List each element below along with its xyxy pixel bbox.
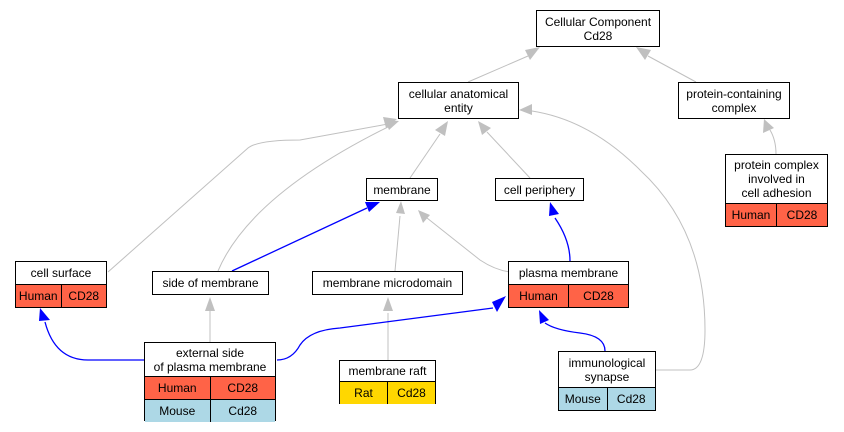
species-cell: Human [726, 204, 776, 226]
arrowhead [478, 121, 491, 135]
node-label-line: membrane [373, 182, 431, 197]
arrowhead [519, 104, 532, 115]
arrowhead [365, 202, 380, 212]
is-a-edge [217, 120, 399, 272]
gene-cell: CD28 [568, 285, 628, 307]
gene-cell: Cd28 [387, 382, 435, 404]
node-plasma-membrane[interactable]: plasma membrane Human CD28 [508, 261, 629, 308]
node-label-line: Cellular Component [544, 14, 652, 29]
arrowhead [525, 47, 540, 60]
species-cell: Rat [340, 382, 387, 404]
node-label-line: involved in [748, 172, 805, 186]
node-membrane-raft[interactable]: membrane raft Rat Cd28 [339, 360, 436, 404]
node-label-line: cell adhesion [741, 186, 812, 200]
node-label-line: cell surface [30, 266, 92, 280]
node-label-line: entity [444, 100, 473, 115]
node-label-line: plasma membrane [518, 266, 619, 280]
arrowhead [539, 310, 549, 324]
annotation-row: Mouse Cd28 [559, 387, 655, 410]
is-a-edge [383, 297, 393, 360]
annotation-row: Human CD28 [16, 284, 106, 307]
arrowhead [492, 296, 506, 312]
arrowhead [385, 120, 399, 130]
is-a-edge [107, 117, 397, 273]
node-label-line: external side [175, 345, 245, 360]
species-cell: Mouse [559, 388, 607, 410]
annotation-row: Human CD28 [726, 203, 827, 226]
node-label-line: membrane raft [348, 364, 427, 378]
node-label-line: Cd28 [583, 28, 613, 43]
species-cell: Human [16, 285, 61, 307]
is-a-edge [205, 297, 215, 342]
part-of-edge [231, 202, 380, 272]
annotation-row: Human CD28 [509, 284, 628, 307]
node-immunological-synapse[interactable]: immunological synapse Mouse Cd28 [558, 351, 656, 411]
annotation-row: Mouse Cd28 [145, 399, 275, 422]
node-label-line: cellular anatomical [408, 86, 509, 101]
arrowhead [435, 121, 448, 136]
part-of-edge [39, 308, 144, 361]
node-side-of-membrane[interactable]: side of membrane [152, 271, 269, 295]
gene-cell: CD28 [776, 204, 827, 226]
gene-cell: Cd28 [606, 388, 655, 410]
node-label-line: protein complex [734, 158, 819, 172]
node-label-line: immunological [568, 355, 646, 370]
node-membrane[interactable]: membrane [366, 178, 438, 201]
is-a-edge [763, 119, 777, 155]
node-label-line: side of membrane [162, 276, 259, 290]
arrowhead [39, 308, 50, 321]
node-cellular-component[interactable]: Cellular Component Cd28 [536, 10, 660, 47]
gene-cell: CD28 [209, 377, 275, 399]
arrowhead [763, 119, 774, 133]
node-label-line: complex [711, 100, 757, 115]
gene-cell: CD28 [60, 285, 106, 307]
arrowhead [205, 297, 215, 311]
annotation-row: Human CD28 [145, 376, 275, 399]
is-a-edge [394, 201, 405, 272]
arrowhead [549, 202, 559, 216]
node-label-line: membrane microdomain [322, 276, 453, 290]
node-cellular-anatomical-entity[interactable]: cellular anatomical entity [398, 82, 519, 119]
node-membrane-microdomain[interactable]: membrane microdomain [312, 271, 463, 295]
arrowhead [418, 210, 430, 223]
node-cell-surface[interactable]: cell surface Human CD28 [15, 261, 107, 308]
node-external-side-of-plasma-membrane[interactable]: external side of plasma membrane Human C… [144, 342, 276, 422]
is-a-edge [418, 210, 511, 273]
arrowhead [383, 297, 393, 311]
is-a-edge [409, 121, 448, 179]
annotation-row: Rat Cd28 [340, 381, 435, 404]
node-label-line: synapse [584, 369, 630, 384]
is-a-edge [478, 121, 531, 179]
species-cell: Mouse [145, 400, 210, 422]
arrowhead [396, 201, 405, 214]
node-label-line: cell periphery [503, 182, 576, 197]
node-protein-complex-cell-adhesion[interactable]: protein complex involved in cell adhesio… [725, 154, 828, 227]
part-of-edge [539, 310, 606, 352]
node-protein-containing-complex[interactable]: protein-containing complex [678, 82, 790, 119]
species-cell: Human [145, 377, 210, 399]
part-of-edge [549, 202, 571, 262]
node-label-line: of plasma membrane [153, 359, 267, 374]
is-a-edge [519, 104, 706, 371]
gene-cell: Cd28 [209, 400, 275, 422]
is-a-edge [467, 47, 540, 83]
node-cell-periphery[interactable]: cell periphery [495, 178, 584, 201]
part-of-edge [276, 296, 506, 361]
arrowhead [636, 47, 651, 60]
is-a-edge [636, 47, 697, 83]
node-label-line: protein-containing [686, 86, 782, 101]
species-cell: Human [509, 285, 568, 307]
